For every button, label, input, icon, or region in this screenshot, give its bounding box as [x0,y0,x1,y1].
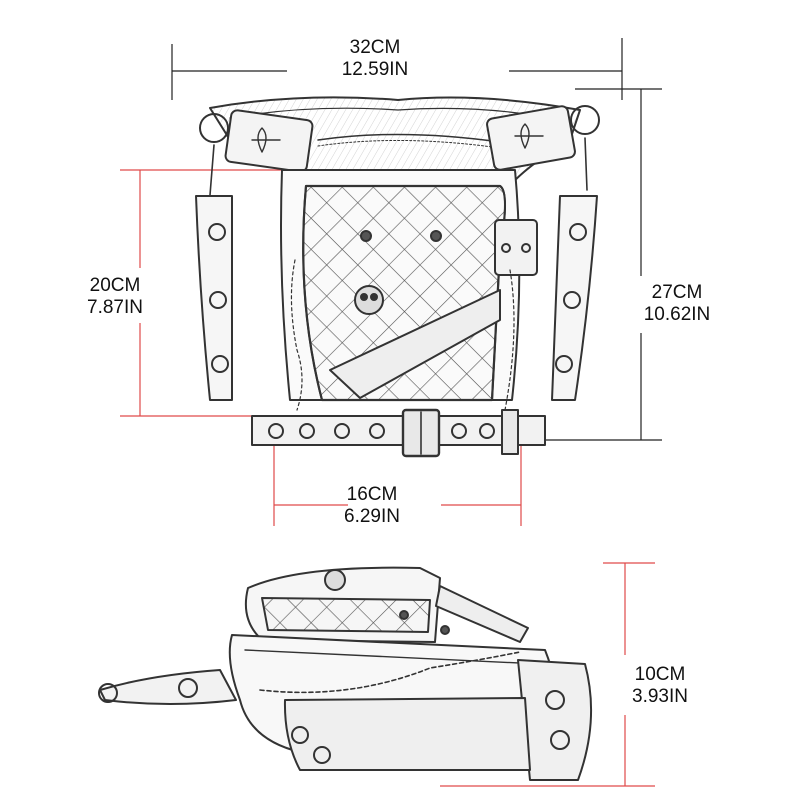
depth-dimension-line [440,562,655,787]
total-width-cm: 32CM [349,37,401,58]
total-height-cm: 27CM [651,282,703,303]
belt-width-dimension-line [273,440,522,526]
total-width-label: 32CM 12.59IN [300,37,450,81]
bag-front-view [195,96,600,458]
depth-label: 10CM 3.93IN [600,664,720,708]
belt-width-label: 16CM 6.29IN [297,484,447,528]
bag-side-view [98,566,593,781]
total-height-in: 10.62IN [643,304,711,325]
belt-width-in: 6.29IN [344,506,400,527]
total-height-label: 27CM 10.62IN [612,282,742,326]
bag-height-label: 20CM 7.87IN [60,275,170,319]
bag-height-in: 7.87IN [87,297,143,318]
depth-cm: 10CM [634,664,686,685]
total-width-in: 12.59IN [341,59,409,80]
bag-height-cm: 20CM [89,275,141,296]
depth-in: 3.93IN [632,686,688,707]
belt-width-cm: 16CM [346,484,398,505]
total-width-dimension-line [171,38,623,100]
total-height-dimension-line [545,88,662,441]
dimension-lines [120,38,662,787]
